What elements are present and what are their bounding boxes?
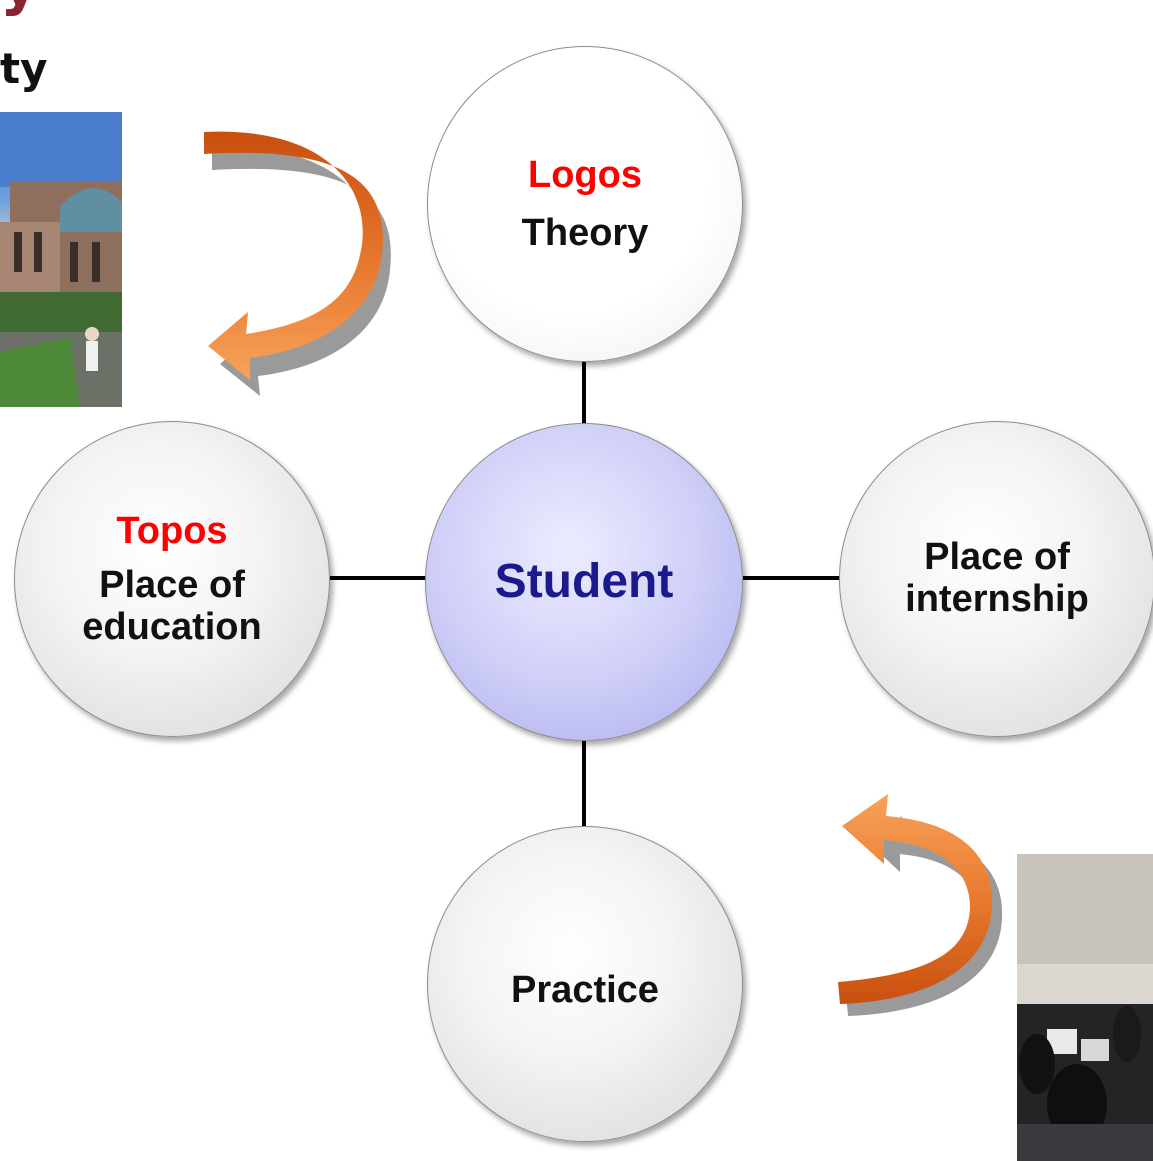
practice-node: Practice (427, 826, 743, 1142)
education-label-line2: education (82, 605, 262, 648)
connector-internship (743, 576, 840, 580)
connector-topos (330, 576, 427, 580)
university-heading-fragment: ty (0, 44, 48, 93)
internship-node: Place of internship (839, 421, 1153, 737)
connector-logos (582, 360, 586, 425)
internship-label-line2: internship (905, 578, 1089, 620)
education-label-line1: Place of (99, 564, 245, 606)
topos-label: Topos (116, 510, 228, 553)
topos-education-node: Topos Place of education (14, 421, 330, 737)
connector-practice (582, 741, 586, 827)
curved-arrow-university-icon (204, 131, 391, 396)
logos-label: Logos (528, 154, 642, 197)
student-label: Student (494, 554, 674, 608)
internship-office-photo (1017, 854, 1153, 1161)
practice-label: Practice (511, 969, 659, 1012)
curved-arrow-enterprise-icon (838, 794, 1003, 1016)
top-heading-fragment: y (0, 0, 39, 13)
theory-label: Theory (521, 211, 649, 254)
logos-theory-node: Logos Theory (427, 46, 743, 362)
student-node: Student (425, 423, 743, 741)
internship-label-line1: Place of (924, 536, 1070, 579)
university-photo (0, 112, 122, 407)
